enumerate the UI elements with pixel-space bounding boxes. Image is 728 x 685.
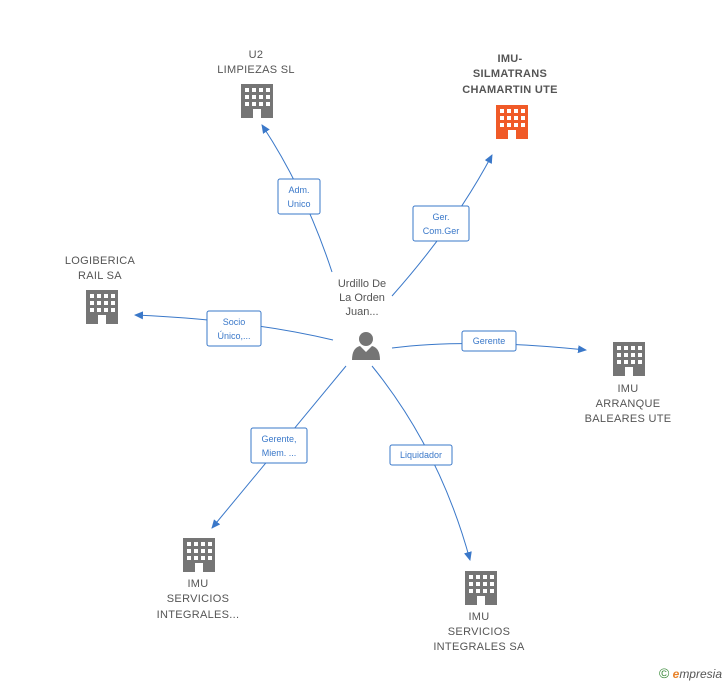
edge-label-servicios-ellipsis-line2: Miem. ... [262,448,297,458]
node-u2[interactable]: U2 LIMPIEZAS SL [217,49,295,118]
edge-label-silmatrans[interactable]: Ger. Com.Ger [412,205,470,242]
center-label-line1: Urdillo De [338,278,386,290]
building-icon [86,290,118,324]
empresia-logo: © empresia [659,665,722,681]
building-icon [613,342,645,376]
edge-label-logiberica-line1: Socio [223,317,246,327]
building-icon [465,571,497,605]
edge-label-silmatrans-line1: Ger. [432,212,449,222]
node-silmatrans-label-line1: IMU- [497,53,522,65]
node-servicios-ellipsis-label-line1: IMU [187,578,208,590]
node-arranque-label-line2: ARRANQUE [596,398,661,410]
edge-label-arranque-line1: Gerente [473,336,506,346]
node-logiberica-label-line2: RAIL SA [78,270,122,282]
edge-label-u2-line2: Unico [287,199,310,209]
node-servicios-sa-label-line3: INTEGRALES SA [433,641,525,653]
node-servicios-ellipsis-label-line2: SERVICIOS [167,593,229,605]
node-silmatrans-label-line3: CHAMARTIN UTE [462,84,558,96]
node-u2-label-line1: U2 [249,49,264,61]
node-servicios-sa[interactable]: IMU SERVICIOS INTEGRALES SA [433,571,525,653]
brand-name: mpresia [679,667,722,681]
edge-label-arranque[interactable]: Gerente [461,330,517,352]
edge-label-silmatrans-line2: Com.Ger [423,226,460,236]
node-servicios-sa-label-line2: SERVICIOS [448,626,510,638]
center-label-line3: Juan... [345,306,378,318]
person-icon [352,332,380,360]
node-logiberica[interactable]: LOGIBERICA RAIL SA [65,255,136,324]
edge-label-servicios-ellipsis-line1: Gerente, [261,434,296,444]
node-silmatrans-label-line2: SILMATRANS [473,68,547,80]
edge-label-logiberica[interactable]: Socio Único,... [206,310,262,347]
node-servicios-sa-label-line1: IMU [468,611,489,623]
edge-label-servicios-sa-line1: Liquidador [400,450,442,460]
node-arranque-label-line1: IMU [617,383,638,395]
edge-label-logiberica-line2: Único,... [217,331,250,341]
node-u2-label-line2: LIMPIEZAS SL [217,64,295,76]
edge-label-u2-line1: Adm. [288,185,309,195]
center-node[interactable]: Urdillo De La Orden Juan... [338,278,386,360]
building-icon [241,84,273,118]
edge-label-u2[interactable]: Adm. Unico [277,178,321,215]
center-label-line2: La Orden [339,292,385,304]
brand-initial: e [672,667,680,681]
node-servicios-ellipsis[interactable]: IMU SERVICIOS INTEGRALES... [157,538,240,621]
node-silmatrans[interactable]: IMU- SILMATRANS CHAMARTIN UTE [462,53,558,139]
edge-label-servicios-ellipsis[interactable]: Gerente, Miem. ... [250,427,308,464]
edge-label-servicios-sa[interactable]: Liquidador [389,444,453,466]
node-servicios-ellipsis-label-line3: INTEGRALES... [157,609,240,621]
node-logiberica-label-line1: LOGIBERICA [65,255,136,267]
node-arranque[interactable]: IMU ARRANQUE BALEARES UTE [585,342,672,425]
building-icon [496,105,528,139]
building-icon [183,538,215,572]
node-arranque-label-line3: BALEARES UTE [585,413,672,425]
copyright-icon: © [658,665,670,681]
